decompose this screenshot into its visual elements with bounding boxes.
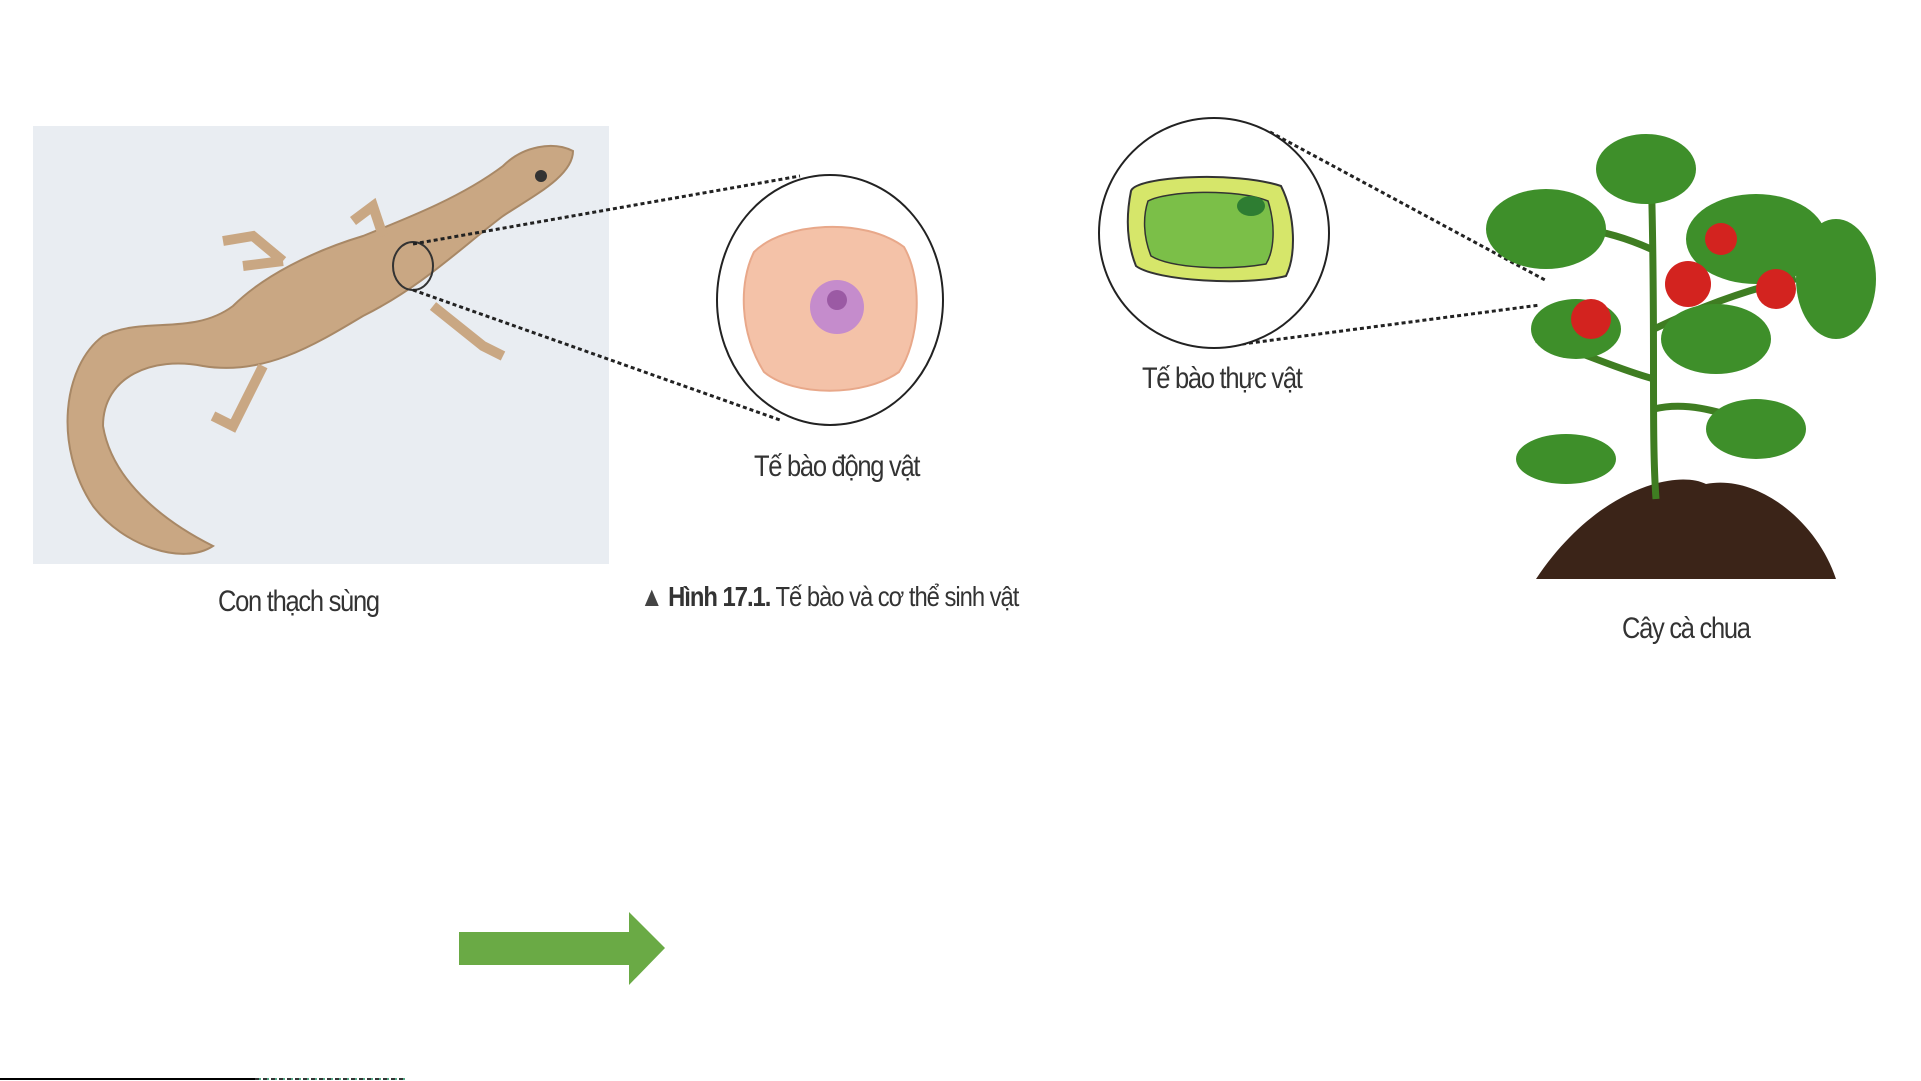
tomato-label: Cây cà chua: [1622, 612, 1751, 645]
nucleus: [1237, 196, 1265, 216]
bottom-divider: [0, 1078, 255, 1080]
tomatoes: [1571, 223, 1796, 339]
lizard-photo: [33, 126, 609, 564]
caption-triangle-icon: ▲: [640, 581, 664, 612]
right-arrow-icon: [459, 912, 665, 985]
plant-cell-label: Tế bào thực vật: [1142, 362, 1303, 395]
plant-cell-diagram: [1098, 117, 1330, 349]
caption-text: Tế bào và cơ thể sinh vật: [775, 581, 1020, 612]
bottom-divider-noise: [255, 1078, 405, 1080]
animal-cell-diagram: [716, 174, 944, 426]
tomato-plant-photo: [1486, 134, 1876, 579]
figure-caption: ▲ Hình 17.1. Tế bào và cơ thể sinh vật: [640, 581, 1020, 613]
caption-number: Hình 17.1.: [668, 581, 771, 612]
animal-cell-label: Tế bào động vật: [754, 450, 920, 483]
lizard-label: Con thạch sùng: [218, 585, 380, 618]
